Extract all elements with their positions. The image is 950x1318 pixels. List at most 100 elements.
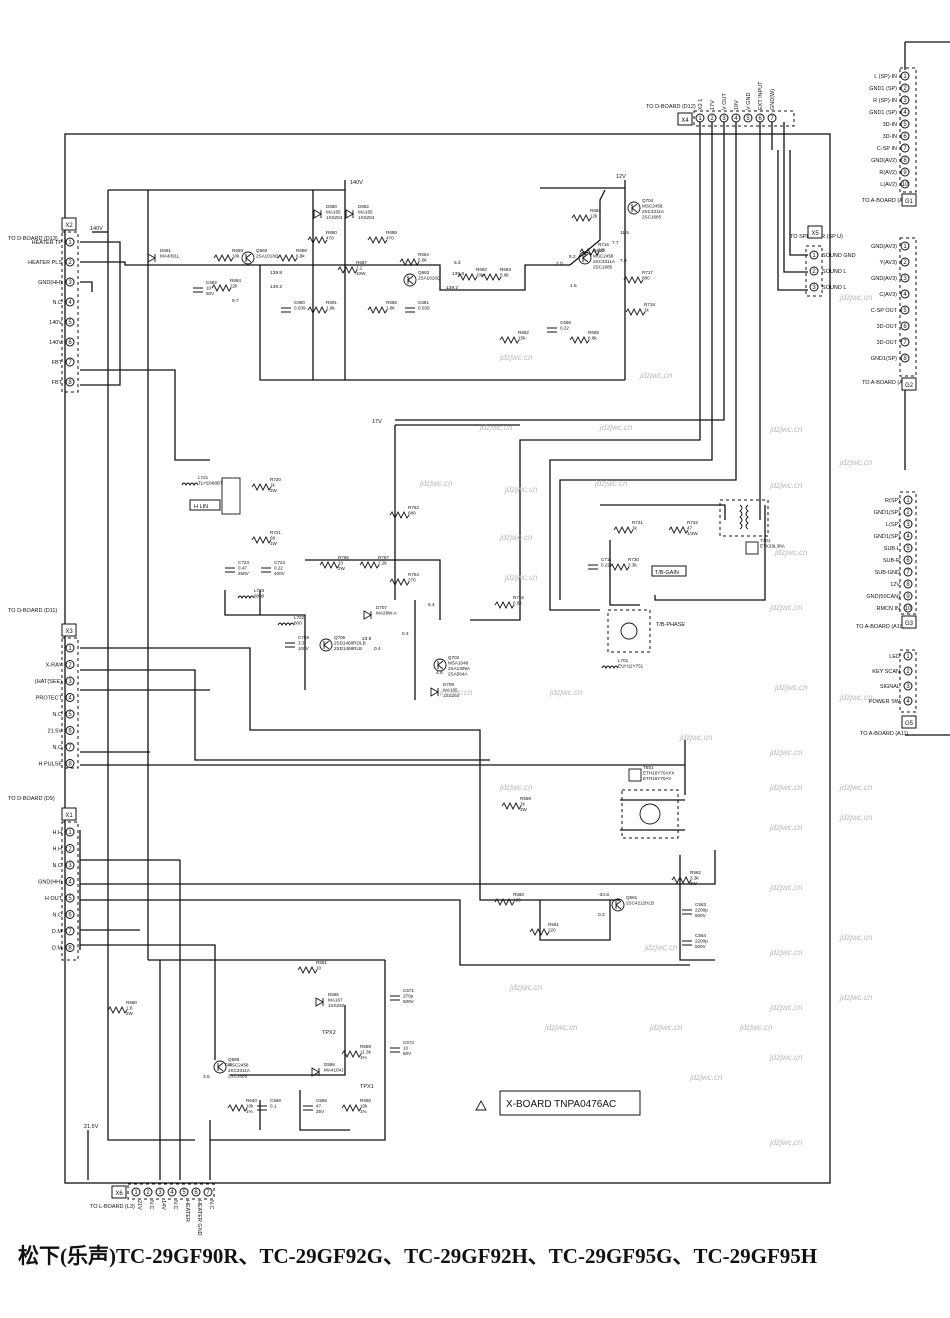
g3-pin-label: 12V <box>890 582 900 588</box>
component-text: R640 <box>246 1098 257 1103</box>
x6-pin-label: 14V <box>160 1200 166 1210</box>
g3-pin-7 <box>903 567 913 577</box>
voltage-value: 139.2 <box>446 285 458 291</box>
x2-pin-label: GND(HH) <box>38 280 62 286</box>
watermark: jdzjwc.cn <box>839 933 873 942</box>
component-text: D682 <box>358 204 369 209</box>
g5-pin-4 <box>903 696 913 706</box>
x2-pin-label: 140V <box>49 320 62 326</box>
g2-pin-num: 7 <box>903 340 907 346</box>
watermark: jdzjwc.cn <box>639 371 673 380</box>
g2-pin-4 <box>900 289 910 299</box>
watermark: jdzjwc.cn <box>769 425 803 434</box>
component-text: R683 <box>500 267 511 272</box>
g2-pin-num: 8 <box>903 356 907 362</box>
x6-pin-6 <box>191 1187 201 1197</box>
component-text: 1.8k <box>326 306 335 311</box>
component-text: 6.8k <box>296 254 305 259</box>
tag-tbphase: T/B-PHASE <box>656 622 685 628</box>
g1-pin-3 <box>900 95 910 105</box>
x3-pin-num: 4 <box>68 696 72 702</box>
watermark: jdzjwc.cn <box>504 573 538 582</box>
g1-pin-label: 3D-IN <box>883 134 897 140</box>
g2-pin-label: GND(AV3) <box>871 276 897 282</box>
connector-g3-id: G3 <box>905 621 914 627</box>
g2-pin-3 <box>900 273 910 283</box>
x5-pin-num: 2 <box>812 269 816 275</box>
component-text: 50V <box>403 1051 412 1056</box>
x6-pin-label: N.C <box>208 1200 214 1210</box>
g3-pin-num: 8 <box>906 582 910 588</box>
x4-pin-num: 7 <box>770 116 774 122</box>
x1-pin-num: 4 <box>68 880 72 886</box>
component-text: R720 <box>270 477 281 482</box>
g5-pin-2 <box>903 666 913 676</box>
watermark: jdzjwc.cn <box>839 693 873 702</box>
watermark: jdzjwc.cn <box>544 1023 578 1032</box>
component-text: Q702 <box>448 655 460 660</box>
connector-x1-id: X1 <box>65 813 73 819</box>
component-text: MA4091L <box>160 254 180 259</box>
component-text: R691 <box>326 300 337 305</box>
component-text: 3.3k <box>628 563 637 568</box>
connector-g2-to: TO A-BOARD (A8) <box>862 380 908 386</box>
watermark: jdzjwc.cn <box>774 548 808 557</box>
connector-x1: TO D-BOARD (D9) X1 <box>8 796 79 961</box>
watermark: jdzjwc.cn <box>649 1023 683 1032</box>
component-text: 10k <box>360 1104 368 1109</box>
component-text: 1k <box>644 308 650 313</box>
component-text: C682 <box>206 280 217 285</box>
x2-pin-1 <box>65 237 75 247</box>
x2-pin-7 <box>65 357 75 367</box>
component-text: 10 <box>338 561 344 566</box>
component-text: 470 <box>386 236 394 241</box>
watermark: jdzjwc.cn <box>839 783 873 792</box>
component-text: 1k <box>632 526 638 531</box>
watermark: jdzjwc.cn <box>839 458 873 467</box>
g3-pin-num: 1 <box>906 498 910 504</box>
tag-tpx1: TPX1 <box>360 1084 374 1090</box>
connector-g1: TO A-BOARD (A9) G1 <box>862 67 917 207</box>
x5-pin-3 <box>809 282 819 292</box>
g1-pin-label: GND1 (SP) <box>869 110 897 116</box>
a-board-frame <box>904 41 950 736</box>
warning-icon <box>475 1100 487 1111</box>
component-text: 50V <box>206 291 215 296</box>
tag-tbgain-box <box>651 565 687 577</box>
g3-pin-num: 6 <box>906 558 910 564</box>
component-text: 25V <box>316 1109 325 1114</box>
connector-x4-to: TO D-BOARD (D12) <box>646 104 696 110</box>
watermark: jdzjwc.cn <box>769 783 803 792</box>
component-text: 680 <box>642 276 650 281</box>
connector-g2-id: G2 <box>905 383 914 389</box>
component-text: L722 <box>294 615 305 620</box>
connector-x2-to: TO D-BOARD (D13) <box>8 236 58 242</box>
component-text: 2SA1309A <box>448 666 471 671</box>
component-text: D681 <box>160 248 171 253</box>
x1-pin-7 <box>65 926 75 936</box>
component-text: 11.3k <box>360 1050 372 1055</box>
g2-pin-label: GND(AV3) <box>871 244 897 250</box>
connector-x6-id: X6 <box>115 1191 123 1197</box>
x3-pin-4 <box>65 693 75 702</box>
component-text: ETH16Y70AY <box>643 776 671 781</box>
g3-pin-label: GND(50CAN) <box>866 594 900 600</box>
tag-tpx2: TPX2 <box>322 1030 336 1036</box>
g1-pin-10 <box>900 179 910 189</box>
